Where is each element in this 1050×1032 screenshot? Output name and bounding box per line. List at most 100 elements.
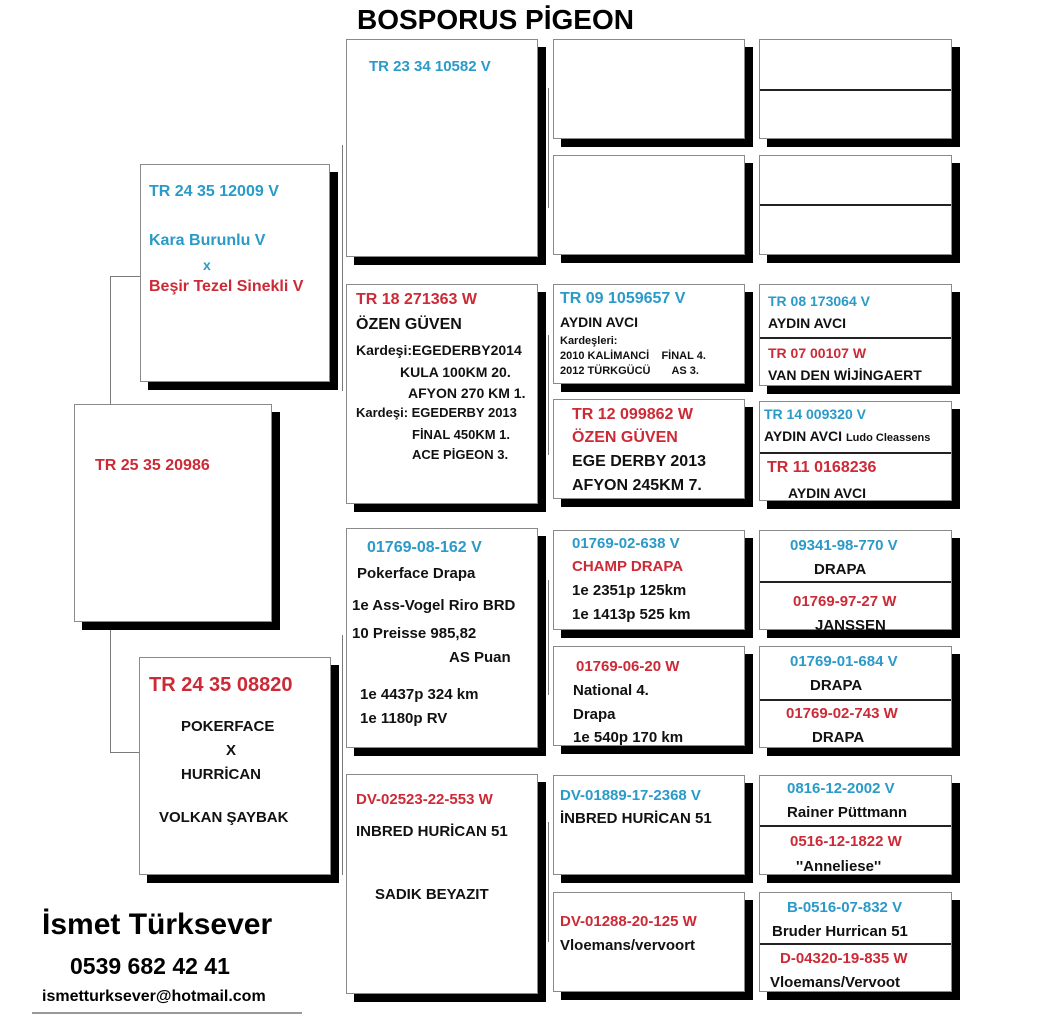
gen3-box-8: DV-01288-20-125 W Vloemans/vervoort (553, 892, 745, 992)
dam-sire-line: 10 Preisse 985,82 (352, 625, 477, 642)
gen3-line: AFYON 245KM 7. (572, 477, 702, 494)
gen4-pair-3: TR 08 173064 V AYDIN AVCI TR 07 00107 W … (759, 284, 952, 386)
gen4-name: AYDIN AVCI Ludo Cleassens (764, 428, 930, 444)
dam-sire-line: 1e 4437p 324 km (360, 686, 479, 703)
sire-dam-box: TR 18 271363 W ÖZEN GÜVEN Kardeşi:EGEDER… (346, 284, 538, 504)
gen4-ring: 0816-12-2002 V (787, 780, 895, 797)
gen4-pair-6: 01769-01-684 V DRAPA 01769-02-743 W DRAP… (759, 646, 952, 748)
page-title: BOSPORUS PİGEON (357, 4, 634, 35)
dam-breeder: VOLKAN ŞAYBAK (159, 809, 289, 826)
gen3-box-3: TR 09 1059657 V AYDIN AVCI Kardeşleri: 2… (553, 284, 745, 384)
connector-line (548, 580, 549, 695)
sire-dam-line: FİNAL 450KM 1. (412, 427, 511, 442)
sire-box: TR 24 35 12009 V Kara Burunlu V x Beşir … (140, 164, 330, 382)
sire-line2: Beşir Tezel Sinekli V (149, 278, 304, 295)
gen3-line: 1e 540p 170 km (573, 729, 684, 746)
gen3-name: ÖZEN GÜVEN (572, 429, 678, 446)
gen3-ring: TR 12 099862 W (572, 406, 693, 423)
gen3-ring: 01769-02-638 V (572, 535, 680, 552)
connector-line (110, 276, 140, 277)
gen4-name: Rainer Püttmann (787, 804, 908, 821)
gen3-line: Drapa (573, 706, 616, 723)
footer-divider (32, 1012, 302, 1014)
gen3-line: 2010 KALİMANCİ FİNAL 4. (560, 350, 706, 362)
dam-sire-line: AS Puan (449, 649, 511, 666)
sire-dam-name: ÖZEN GÜVEN (356, 316, 462, 333)
gen3-line: EGE DERBY 2013 (572, 453, 706, 470)
gen3-line: 1e 1413p 525 km (572, 606, 691, 623)
dam-box: TR 24 35 08820 POKERFACE X HURRİCAN VOLK… (139, 657, 331, 875)
gen3-name: İNBRED HURİCAN 51 (560, 810, 712, 827)
sire-sire-box: TR 23 34 10582 V (346, 39, 538, 257)
gen4-ring: D-04320-19-835 W (780, 950, 908, 967)
gen3-name: CHAMP DRAPA (572, 558, 684, 575)
gen4-name-main: AYDIN AVCI (764, 428, 843, 444)
gen3-box-6: 01769-06-20 W National 4. Drapa 1e 540p … (553, 646, 745, 746)
dam-dam-ring: DV-02523-22-553 W (356, 791, 493, 808)
gen4-ring: TR 07 00107 W (768, 345, 867, 361)
gen4-pair-4: TR 14 009320 V AYDIN AVCI Ludo Cleassens… (759, 401, 952, 501)
owner-email: ismetturksever@hotmail.com (42, 988, 266, 1005)
gen4-ring: B-0516-07-832 V (787, 899, 903, 916)
gen4-name: DRAPA (814, 561, 867, 578)
connector-line (548, 335, 549, 455)
sire-dam-line: Kardeşi: EGEDERBY 2013 (356, 405, 517, 420)
gen4-name: DRAPA (812, 729, 865, 746)
gen4-name: AYDIN AVCI (788, 485, 867, 501)
dam-sire-line: 1e Ass-Vogel Riro BRD (352, 597, 516, 614)
gen4-divider (760, 204, 951, 206)
gen4-ring: 01769-97-27 W (793, 593, 897, 610)
gen4-ring: 09341-98-770 V (790, 537, 898, 554)
gen4-divider (760, 89, 951, 91)
dam-dam-box: DV-02523-22-553 W INBRED HURİCAN 51 SADI… (346, 774, 538, 994)
gen4-ring: TR 14 009320 V (764, 406, 866, 422)
gen3-ring: DV-01889-17-2368 V (560, 787, 701, 804)
dam-dam-name: INBRED HURİCAN 51 (356, 823, 508, 840)
dam-sire-line: 1e 1180p RV (360, 710, 448, 727)
connector-line (110, 752, 140, 753)
owner-phone: 0539 682 42 41 (70, 953, 230, 979)
connector-line (548, 88, 549, 208)
gen3-name: Vloemans/vervoort (560, 937, 696, 954)
gen4-divider (760, 452, 951, 454)
gen3-name: National 4. (573, 682, 649, 699)
gen4-divider (760, 825, 951, 827)
gen3-name: AYDIN AVCI (560, 314, 639, 330)
gen3-line: 1e 2351p 125km (572, 582, 687, 599)
gen4-ring: 01769-01-684 V (790, 653, 898, 670)
gen4-name: VAN DEN WİJİNGAERT (768, 367, 922, 383)
dam-ring: TR 24 35 08820 (149, 674, 293, 696)
gen4-name: Bruder Hurrican 51 (772, 923, 908, 940)
sire-ring: TR 24 35 12009 V (149, 183, 279, 200)
gen3-box-2 (553, 155, 745, 255)
sire-cross: x (203, 257, 211, 273)
gen4-name-extra: Ludo Cleassens (845, 432, 931, 444)
gen4-pair-1 (759, 39, 952, 139)
dam-sire-name: Pokerface Drapa (357, 565, 476, 582)
gen3-ring: TR 09 1059657 V (560, 290, 686, 307)
gen3-line: Kardeşleri: (560, 335, 618, 347)
gen4-name: AYDIN AVCI (768, 315, 847, 331)
gen4-pair-8: B-0516-07-832 V Bruder Hurrican 51 D-043… (759, 892, 952, 992)
gen3-box-1 (553, 39, 745, 139)
gen4-pair-5: 09341-98-770 V DRAPA 01769-97-27 W JANSS… (759, 530, 952, 634)
gen3-box-5: 01769-02-638 V CHAMP DRAPA 1e 2351p 125k… (553, 530, 745, 630)
dam-cross: X (226, 742, 237, 759)
gen4-name: ''Anneliese'' (796, 858, 882, 875)
owner-name: İsmet Türksever (42, 908, 273, 941)
gen4-ring: 01769-02-743 W (786, 705, 898, 722)
gen4-divider (760, 337, 951, 339)
dam-sire-box: 01769-08-162 V Pokerface Drapa 1e Ass-Vo… (346, 528, 538, 748)
gen4-pair-2 (759, 155, 952, 255)
sire-line1: Kara Burunlu V (149, 232, 266, 249)
connector-line (548, 822, 549, 942)
connector-line (342, 145, 343, 391)
sire-dam-line: Kardeşi:EGEDERBY2014 (356, 342, 522, 358)
sire-sire-ring: TR 23 34 10582 V (369, 58, 491, 75)
dam-line1: POKERFACE (181, 718, 275, 735)
sire-dam-line: ACE PİGEON 3. (412, 447, 509, 462)
sire-dam-line: KULA 100KM 20. (400, 364, 511, 380)
subject-ring: TR 25 35 20986 (95, 457, 210, 474)
gen3-ring: 01769-06-20 W (576, 658, 680, 675)
gen4-pair-7: 0816-12-2002 V Rainer Püttmann 0516-12-1… (759, 775, 952, 875)
